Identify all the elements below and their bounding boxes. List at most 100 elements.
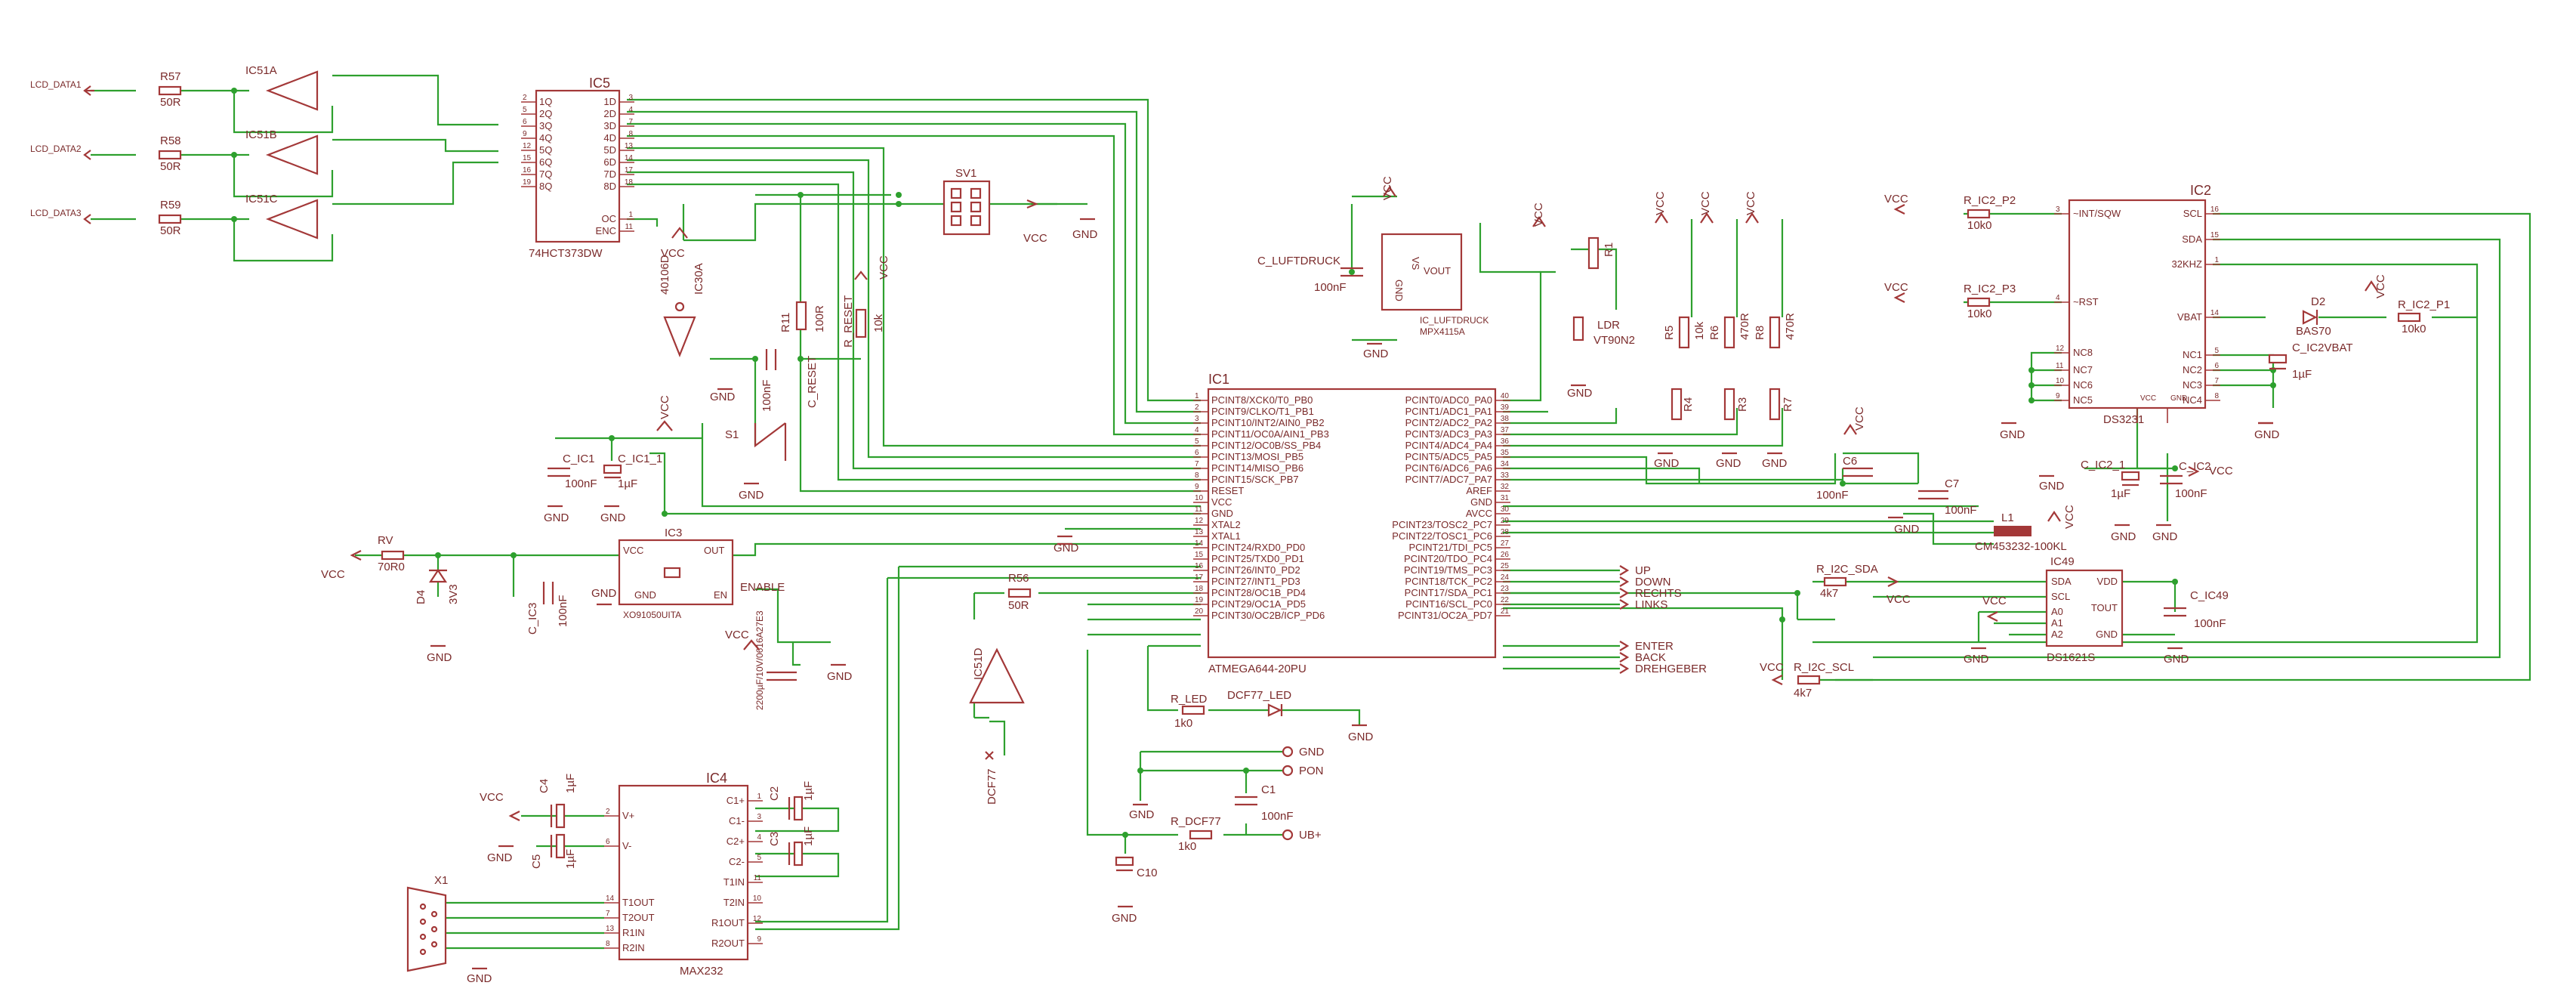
opamp-ic51b: IC51B bbox=[245, 128, 319, 175]
svg-text:GND: GND bbox=[1654, 457, 1680, 470]
svg-text:VCC: VCC bbox=[2209, 465, 2233, 477]
pin-number: 31 bbox=[1501, 494, 1510, 502]
svg-text:DS1621S: DS1621S bbox=[2047, 651, 2095, 664]
pin-number: 6 bbox=[606, 838, 610, 846]
svg-text:LDR: LDR bbox=[1597, 319, 1620, 332]
pin-label: PCINT31/OC2A_PD7 bbox=[1398, 610, 1492, 621]
svg-text:GND: GND bbox=[2111, 530, 2136, 543]
mcu-ic1: IC1 ATMEGA644-20PU PCINT8/XCK0/T0_PB01PC… bbox=[1193, 372, 1510, 675]
pin-label: PCINT0/ADC0_PA0 bbox=[1405, 394, 1492, 406]
rtc-ic2: IC2 DS3231 ~INT/SQW3~RST4NC812NC711NC610… bbox=[2054, 183, 2220, 426]
svg-text:VCC: VCC bbox=[2374, 274, 2387, 298]
pin-number: 9 bbox=[757, 935, 761, 944]
svg-text:OUT: OUT bbox=[704, 545, 725, 556]
potentiometer-r4: R4 bbox=[1671, 388, 1695, 421]
pin-number: 39 bbox=[1501, 403, 1510, 412]
svg-text:100nF: 100nF bbox=[1261, 810, 1294, 823]
svg-text:VT90N2: VT90N2 bbox=[1593, 334, 1635, 347]
pin-number: 1 bbox=[628, 211, 633, 219]
svg-text:GND: GND bbox=[600, 511, 626, 524]
header-sv1: SV1 bbox=[942, 167, 991, 236]
junctions bbox=[231, 88, 2276, 838]
capacitor-c-ic2vbat: C_IC2VBAT 1µF bbox=[2268, 341, 2353, 381]
oscillator-ic3: VCC OUT GND EN IC3 XO91050UITA ENABLE bbox=[618, 527, 785, 620]
pad-ub: UB+ bbox=[1282, 829, 1322, 842]
pin-number: 6 bbox=[1195, 449, 1199, 457]
pad-enter: ENTER bbox=[1619, 640, 1674, 653]
svg-text:GND: GND bbox=[827, 670, 853, 683]
svg-text:GND: GND bbox=[2164, 653, 2189, 666]
svg-text:CM453232-100KL: CM453232-100KL bbox=[1975, 540, 2067, 553]
pin-number: 4 bbox=[1195, 426, 1199, 434]
pin-number: 29 bbox=[1501, 517, 1510, 525]
schmitt-inverter-ic30a: 40106D IC30A bbox=[659, 255, 705, 357]
pin-number: 16 bbox=[2210, 205, 2220, 214]
pin-label: PCINT29/OC1A_PD5 bbox=[1211, 598, 1306, 610]
pin-number: 8 bbox=[2214, 392, 2219, 400]
svg-text:GND: GND bbox=[1964, 653, 1989, 666]
pin-label: GND bbox=[1211, 508, 1233, 519]
pin-label: PCINT5/ADC5_PA5 bbox=[1405, 451, 1492, 462]
resistor-r6: R6 470R bbox=[1708, 313, 1751, 349]
vcc-symbol: VCC bbox=[1745, 191, 1759, 224]
pin-label: 3D bbox=[603, 120, 616, 131]
pin-number: 16 bbox=[1195, 562, 1204, 570]
pin-number: 15 bbox=[1195, 551, 1204, 559]
svg-text:GND: GND bbox=[1112, 912, 1137, 925]
wires bbox=[91, 74, 2531, 950]
svg-text:10k: 10k bbox=[1693, 321, 1706, 340]
svg-text:74HCT373DW: 74HCT373DW bbox=[529, 247, 603, 260]
svg-text:1µF: 1µF bbox=[2292, 368, 2312, 381]
pin-label: PCINT13/MOSI_PB5 bbox=[1211, 451, 1303, 462]
svg-text:GND: GND bbox=[1762, 457, 1788, 470]
svg-text:50R: 50R bbox=[1008, 599, 1029, 612]
svg-text:GND: GND bbox=[1129, 808, 1155, 821]
svg-text:1µF: 1µF bbox=[564, 774, 577, 793]
pin-label: PCINT20/TDO_PC4 bbox=[1404, 553, 1492, 564]
svg-text:R_LED: R_LED bbox=[1171, 693, 1208, 706]
pin-label: C2+ bbox=[727, 836, 745, 847]
svg-text:R_IC2_P3: R_IC2_P3 bbox=[1964, 283, 2016, 295]
gnd-symbol: GND bbox=[1762, 452, 1788, 470]
svg-text:IC30A: IC30A bbox=[693, 263, 705, 295]
pin-number: 13 bbox=[625, 142, 634, 150]
pin-number: 15 bbox=[523, 154, 532, 162]
svg-text:C_IC2VBAT: C_IC2VBAT bbox=[2292, 341, 2353, 354]
dsub-connector-x1: X1 bbox=[406, 874, 448, 972]
vcc-symbol: VCC bbox=[2188, 465, 2233, 477]
svg-text:R4: R4 bbox=[1682, 397, 1695, 412]
svg-text:50R: 50R bbox=[160, 96, 181, 109]
svg-text:10k0: 10k0 bbox=[2402, 323, 2426, 335]
resistor-r11: R11 100R bbox=[779, 301, 826, 332]
pin-label: XTAL1 bbox=[1211, 530, 1241, 542]
svg-text:R56: R56 bbox=[1008, 572, 1029, 585]
svg-text:VCC: VCC bbox=[1982, 595, 2007, 607]
svg-text:ENABLE: ENABLE bbox=[740, 581, 785, 594]
vcc-symbol: VCC bbox=[321, 550, 362, 581]
svg-text:R_IC2_P1: R_IC2_P1 bbox=[2398, 298, 2450, 311]
gnd-symbol: GND bbox=[2254, 422, 2280, 441]
pin-label: SCL bbox=[2183, 208, 2202, 219]
pin-label: 8Q bbox=[539, 181, 552, 192]
svg-text:VCC: VCC bbox=[1745, 191, 1757, 215]
svg-text:GND: GND bbox=[591, 587, 617, 600]
svg-text:C_IC2: C_IC2 bbox=[2179, 460, 2211, 473]
pin-number: 21 bbox=[1501, 607, 1510, 616]
svg-text:GND: GND bbox=[2039, 480, 2065, 493]
pin-label: PCINT28/OC1B_PD4 bbox=[1211, 587, 1306, 598]
pin-number: 11 bbox=[625, 223, 634, 231]
pin-number: 12 bbox=[2056, 344, 2065, 353]
pin-label: RESET bbox=[1211, 485, 1244, 496]
vcc-symbol: VCC bbox=[1654, 191, 1668, 224]
svg-text:VOUT: VOUT bbox=[1424, 265, 1451, 277]
pin-label: VDD bbox=[2097, 576, 2118, 587]
pin-number: 4 bbox=[757, 833, 761, 842]
pin-label: PCINT11/OC0A/AIN1_PB3 bbox=[1211, 428, 1329, 440]
net-label-out2: LCD_DATA2 bbox=[30, 144, 82, 154]
